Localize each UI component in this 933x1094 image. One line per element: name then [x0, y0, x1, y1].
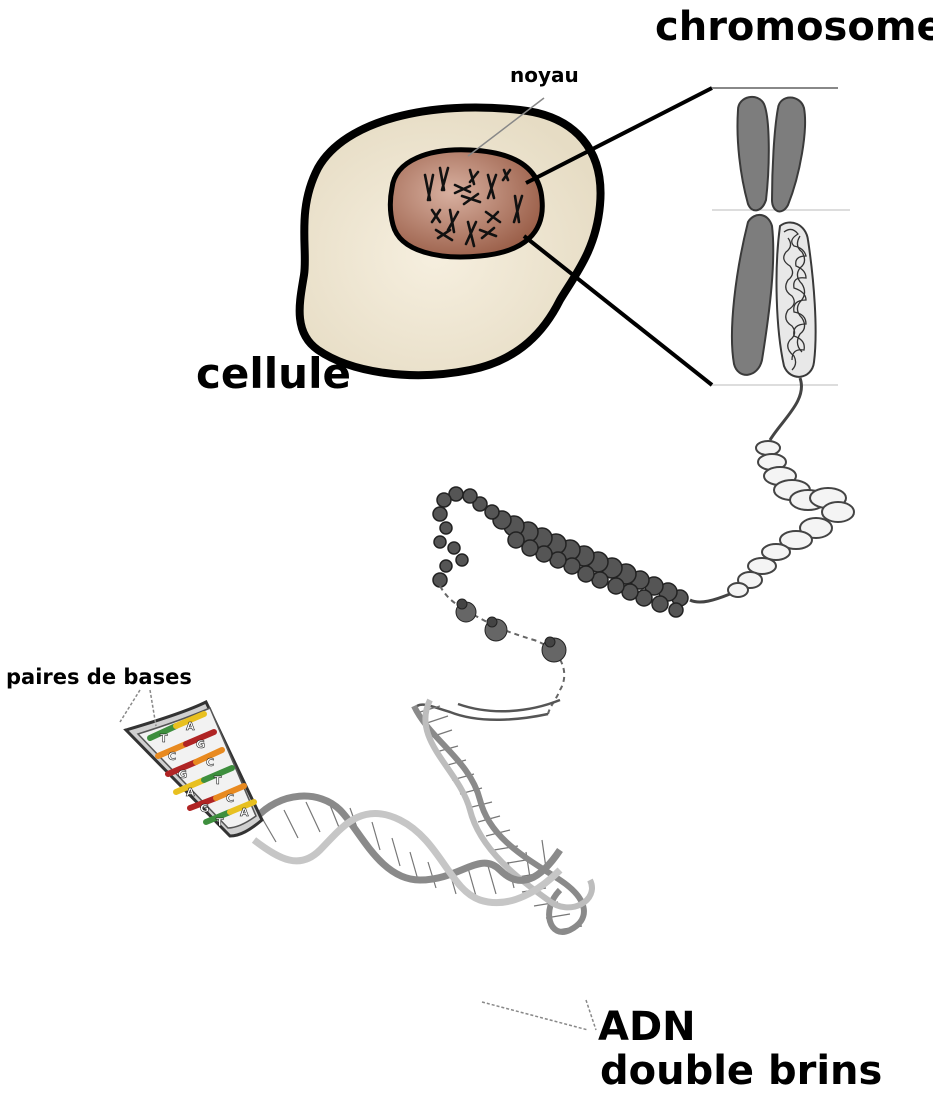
chromosome-left-arm-bottom: [732, 215, 773, 375]
chromosome-left-arm-top: [737, 97, 768, 211]
helix-rungs: [262, 706, 582, 930]
base-letter: T: [214, 774, 222, 787]
dna-ladder: T A C G G C A T G C T A: [126, 702, 262, 836]
cell: [300, 98, 601, 375]
solenoid-coil: [728, 441, 854, 597]
base-letter: C: [206, 756, 214, 769]
dna-double-helix: [254, 700, 592, 932]
chromosome-right-arm-top: [772, 98, 805, 212]
adn-leader: [482, 1000, 596, 1030]
base-letter: A: [240, 806, 249, 819]
base-letter: G: [196, 738, 205, 751]
base-letter: C: [226, 792, 234, 805]
dna-strand-loose: [414, 700, 560, 720]
label-double-brins: double brins: [600, 1048, 882, 1094]
base-letter: T: [216, 816, 224, 829]
helix-backbone-a: [414, 706, 584, 932]
label-paires-de-bases: paires de bases: [6, 665, 192, 689]
beads-on-string: [440, 586, 566, 714]
base-letter: G: [200, 802, 209, 815]
base-letter: T: [160, 732, 168, 745]
paires-leader: [120, 690, 156, 726]
label-noyau: noyau: [510, 63, 579, 87]
base-letter: C: [168, 750, 176, 763]
label-adn: ADN: [598, 1004, 696, 1050]
chromosome-figure: [732, 97, 816, 377]
base-letter: A: [186, 786, 195, 799]
label-chromosome: chromosome: [655, 4, 933, 50]
chromatin-fiber: [690, 378, 854, 602]
label-cellule: cellule: [196, 349, 351, 398]
base-letter: G: [178, 768, 187, 781]
base-letter: A: [186, 720, 195, 733]
helix-backbone-d: [254, 813, 560, 902]
chromosome-right-arm-bottom: [777, 222, 816, 376]
nucleosome-fiber: [433, 487, 688, 617]
helix-backbone-c: [254, 796, 560, 880]
